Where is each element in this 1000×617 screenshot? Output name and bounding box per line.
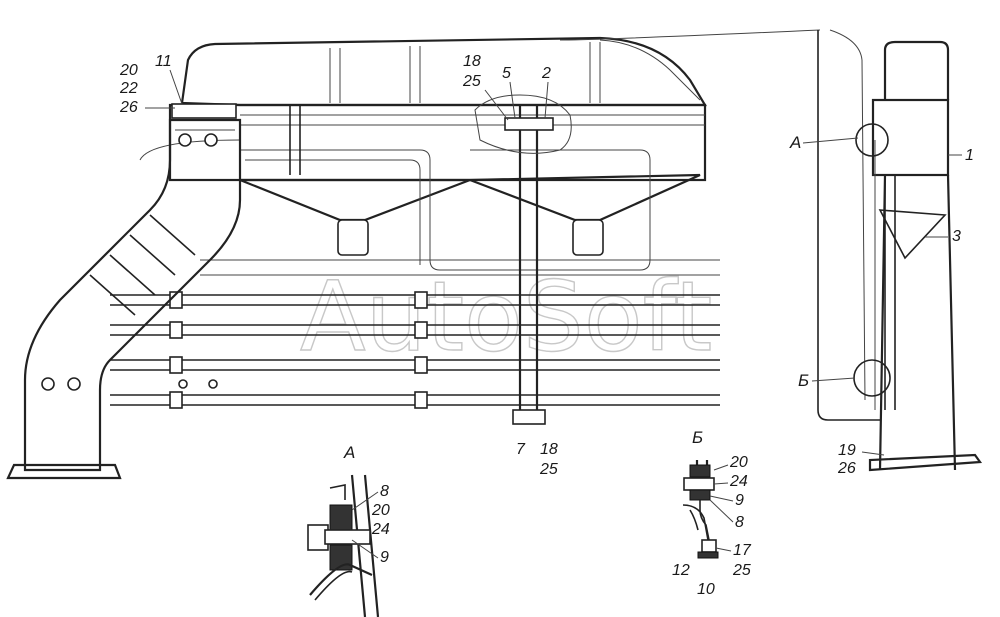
callout-26-top-left: 26	[119, 99, 138, 116]
detail-a: А 8 20 24 9	[307, 443, 390, 617]
callout-25-bottom: 25	[539, 461, 558, 478]
hopper-right	[469, 173, 701, 222]
callout-1: 1	[965, 147, 974, 164]
detail-b: Б 20 24 9 8 17 25 12 10	[672, 428, 752, 598]
callout-18-top: 18	[463, 53, 481, 70]
detail-b-callout-10: 10	[697, 581, 715, 598]
detail-b-callout-24: 24	[729, 473, 748, 490]
side-view: А 1 3 Б 19 26	[789, 29, 983, 477]
pipes	[110, 291, 720, 409]
detail-a-callout-24: 24	[371, 521, 390, 538]
detail-b-callout-20: 20	[729, 454, 748, 471]
detail-b-callout-17: 17	[733, 542, 752, 559]
callout-25-top: 25	[462, 73, 481, 90]
callout-22-top-left: 22	[119, 80, 138, 97]
tank-side	[871, 98, 950, 177]
watermark-text: AutoSoft	[300, 261, 712, 373]
callout-5: 5	[502, 65, 511, 82]
main-view: 20 22 26 11 18 25 5 2 7 18 25	[6, 29, 821, 480]
support-strut	[474, 94, 572, 425]
detail-a-callout-20: 20	[371, 502, 390, 519]
detail-a-callout-9: 9	[380, 549, 389, 566]
callout-20-top-left: 20	[119, 62, 138, 79]
callout-18-bottom: 18	[540, 441, 558, 458]
detail-b-title: Б	[692, 428, 703, 447]
detail-b-callout-12: 12	[672, 562, 690, 579]
callout-26-side: 26	[837, 460, 856, 477]
callout-7: 7	[516, 441, 526, 458]
detail-a-title: А	[343, 443, 355, 462]
callout-2: 2	[541, 65, 551, 82]
detail-a-callout-8: 8	[380, 483, 389, 500]
detail-b-callout-8: 8	[735, 514, 744, 531]
tank-outline	[180, 36, 707, 107]
detail-a-marker	[855, 123, 889, 157]
frame-rail	[168, 103, 707, 182]
callout-3: 3	[952, 228, 961, 245]
detail-b-callout-9: 9	[735, 492, 744, 509]
hopper-left	[239, 178, 471, 222]
step-ladder	[6, 103, 242, 480]
callout-19: 19	[838, 442, 856, 459]
callout-A-side: А	[789, 133, 801, 152]
detail-b-callout-25: 25	[732, 562, 751, 579]
callout-11: 11	[155, 53, 172, 70]
callout-B-side: Б	[798, 371, 809, 390]
